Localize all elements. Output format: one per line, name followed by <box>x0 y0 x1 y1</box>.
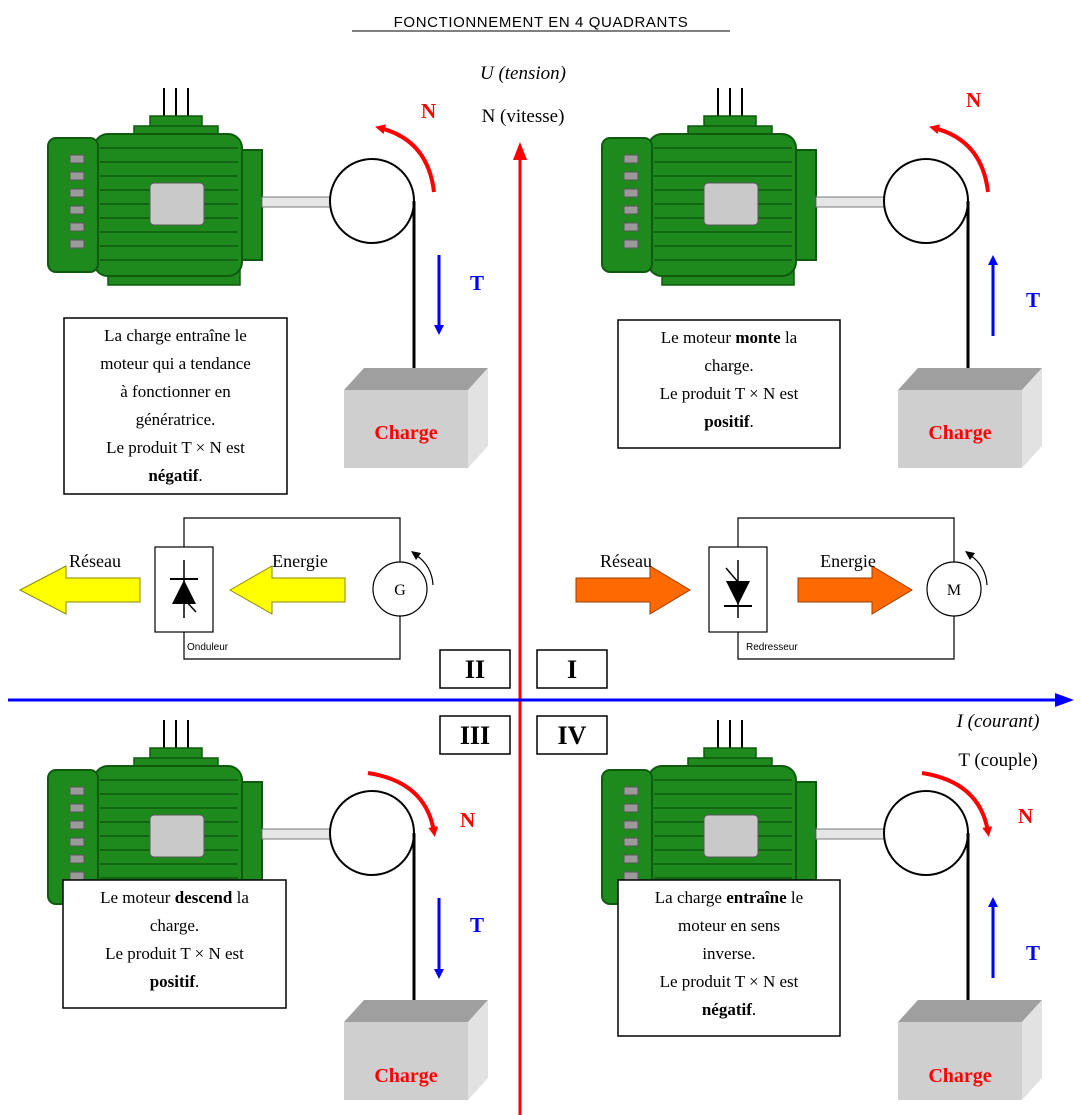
right-reseau-arrow <box>575 565 691 615</box>
q2-line-4: génératrice. <box>136 410 216 429</box>
quadrant-ii-description: La charge entraîne le moteur qui a tenda… <box>100 326 251 485</box>
quadrant-iv-speed-arrow <box>921 771 993 837</box>
quadrant-iv-box <box>536 715 608 755</box>
quadrant-i-text-box <box>617 319 841 449</box>
quadrant-iii-description: Le moteur descend la charge. Le produit … <box>100 888 249 991</box>
q3-descend: descend <box>175 888 233 907</box>
quadrant-i-charge-label: Charge <box>928 422 991 444</box>
quadrant-iv-text-box <box>617 879 841 1037</box>
quadrant-ii-box <box>439 649 511 689</box>
q4-line-1: La charge entraîne le <box>655 888 803 907</box>
quadrant-ii-speed-arrow <box>375 124 436 193</box>
rectifier-label: Redresseur <box>746 642 798 653</box>
q4-line-5: négatif. <box>702 1000 756 1019</box>
right-energie-label: Energie <box>820 551 876 571</box>
q3-line-3: Le produit T × N est <box>105 944 244 963</box>
left-reseau-arrow <box>18 565 141 615</box>
q4-line-2: moteur en sens <box>678 916 780 935</box>
quadrant-iii-box <box>439 715 511 755</box>
q2-line-1: La charge entraîne le <box>104 326 247 345</box>
quadrant-i-speed-label: N <box>966 88 981 112</box>
quadrant-ii-speed-label: N <box>421 99 436 123</box>
right-energy-circuit <box>708 517 988 660</box>
quadrant-ii-charge-label: Charge <box>374 422 437 444</box>
quadrant-i-description: Le moteur monte la charge. Le produit T … <box>660 328 799 431</box>
quadrant-iii-motor <box>47 719 488 1100</box>
quadrant-iii-charge-label: Charge <box>374 1065 437 1087</box>
q4-negatif: négatif <box>702 1000 752 1019</box>
quadrant-i-torque-label: T <box>1026 288 1040 312</box>
quadrant-iii-label: III <box>460 721 490 750</box>
right-reseau-label: Réseau <box>600 551 652 571</box>
q4-line-4: Le produit T × N est <box>660 972 799 991</box>
q3-line-1: Le moteur descend la <box>100 888 249 907</box>
quadrant-iv-motor <box>601 719 1042 1100</box>
y-axis-label-2: N (vitesse) <box>482 106 565 127</box>
quadrant-ii-label: II <box>465 655 485 684</box>
quadrant-iv-torque-label: T <box>1026 941 1040 965</box>
quadrant-ii-torque-label: T <box>470 271 484 295</box>
quadrant-iii-speed-label: N <box>460 808 475 832</box>
left-energy-circuit <box>154 517 434 660</box>
x-axis-label-2: T (couple) <box>958 750 1037 771</box>
left-reseau-label: Réseau <box>69 551 121 571</box>
q1-line-2: charge. <box>704 356 753 375</box>
generator-circle <box>372 561 428 617</box>
generator-letter: G <box>394 582 406 599</box>
q2-negatif: négatif <box>148 466 198 485</box>
motor-circle <box>926 561 982 617</box>
q2-line-5: Le produit T × N est <box>106 438 245 457</box>
quadrant-iii-torque-label: T <box>470 913 484 937</box>
quadrant-i-box <box>536 649 608 689</box>
q4-entraine: entraîne <box>726 888 787 907</box>
inverter-label: Onduleur <box>187 642 229 653</box>
quadrant-i-speed-arrow <box>929 124 990 193</box>
q2-line-6: négatif. <box>148 466 202 485</box>
quadrant-ii-text-box <box>63 317 288 495</box>
right-energie-arrow <box>797 565 913 615</box>
q4-line-3: inverse. <box>702 944 755 963</box>
q3-line-2: charge. <box>150 916 199 935</box>
q2-line-2: moteur qui a tendance <box>100 354 251 373</box>
quadrant-iv-speed-label: N <box>1018 804 1033 828</box>
quadrant-iv-description: La charge entraîne le moteur en sens inv… <box>655 888 803 1019</box>
horizontal-axis-arrowhead <box>1055 693 1074 707</box>
q1-monte: monte <box>735 328 781 347</box>
title: FONCTIONNEMENT EN 4 QUADRANTS <box>394 14 689 31</box>
quadrant-i-motor <box>601 87 1042 468</box>
y-axis-label: U (tension) <box>480 63 566 84</box>
left-energie-arrow <box>228 565 346 615</box>
q1-line-4: positif. <box>704 412 754 431</box>
q2-period: . <box>198 466 202 485</box>
quadrant-iv-label: IV <box>558 721 587 750</box>
quadrant-iv-charge-label: Charge <box>928 1065 991 1087</box>
quadrant-ii-motor <box>47 87 488 468</box>
left-energie-label: Energie <box>272 551 328 571</box>
vertical-axis-arrowhead <box>513 142 527 160</box>
quadrant-iii-text-box <box>62 879 287 1009</box>
motor-letter: M <box>947 582 961 599</box>
q3-positif: positif <box>150 972 196 991</box>
quadrant-i-label: I <box>567 655 577 684</box>
q2-line-3: à fonctionner en <box>120 382 231 401</box>
q1-line-3: Le produit T × N est <box>660 384 799 403</box>
x-axis-label: I (courant) <box>956 711 1040 732</box>
q1-line-1: Le moteur monte la <box>661 328 798 347</box>
q1-positif: positif <box>704 412 750 431</box>
q3-line-4: positif. <box>150 972 200 991</box>
quadrant-iii-speed-arrow <box>367 771 439 837</box>
